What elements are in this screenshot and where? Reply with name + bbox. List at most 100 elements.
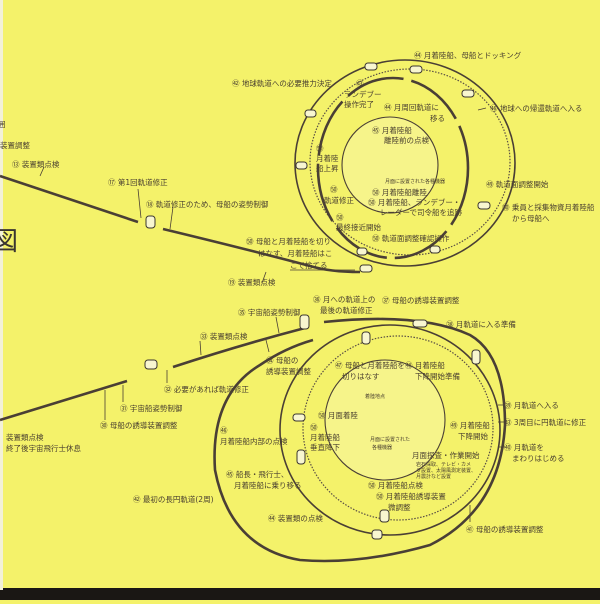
label: ㊴ 月軌道へ入る — [504, 400, 559, 410]
spacecraft-icon — [471, 349, 481, 365]
label: ラ設置、太陽風測定装置、 — [416, 467, 476, 474]
label: 終了後宇宙飛行士休息 — [6, 443, 81, 453]
label: 切りはなす — [342, 372, 380, 381]
label: ㊾ 軌道面調整開始 — [486, 179, 549, 189]
label: はなす、月着陸船はこ — [258, 248, 332, 258]
label: ⑱ 軌道修正のため、母船の姿勢制御 — [146, 199, 269, 209]
dotted-orbit — [302, 335, 494, 521]
outer-orbit — [213, 317, 507, 563]
leader-lines — [39, 107, 487, 284]
label: 装置類点検 — [6, 432, 44, 442]
spacecraft-icon — [292, 413, 306, 422]
label: 誘導装置調整 — [266, 366, 311, 376]
label: ㊿ 乗員と採集物資月着陸船 — [502, 202, 595, 212]
label: ㉜ 必要があれば軌道修正 — [164, 384, 249, 394]
label: ㊷ 地球軌道への必要推力決定 — [232, 78, 332, 88]
label: ㊿ 月面着陸 — [318, 410, 358, 420]
label: ㊼ 母船と月着陸船を — [335, 360, 405, 370]
spacecraft-icon — [361, 331, 371, 345]
label: ㊾ 月着陸船 — [450, 420, 490, 430]
label: 船上昇 — [316, 163, 339, 173]
label: から母船へ — [512, 213, 550, 223]
label: ⑬ 装置類点検 — [12, 159, 60, 169]
label: 月面に設置された — [370, 436, 410, 443]
label: ランデブー — [344, 89, 382, 99]
label: 月面探査・作業開始 — [412, 450, 480, 460]
label: ㉛ 宇宙船姿勢制御 — [120, 403, 183, 413]
label: ㊿ 月着陸船誘導装置 — [376, 491, 446, 501]
label: 月着陸船内部の点検 — [220, 436, 288, 446]
spacecraft-icon — [145, 215, 156, 229]
label: ㊳ 月軌道に入る準備 — [446, 319, 516, 329]
label: ㊻ 地球への帰還軌道へ入る — [490, 103, 582, 113]
label: ㊿ 月着陸船離陸 — [372, 187, 427, 197]
trajectory-segment — [162, 227, 361, 274]
label: 下降開始準備 — [415, 371, 460, 381]
label: ⑲ 装置類点検 — [228, 277, 276, 287]
trajectory-segment — [172, 326, 306, 369]
label: ㊿ 軌道面調整確認操作 — [372, 233, 450, 243]
label: ㊿ 月着陸船点検 — [368, 480, 423, 490]
label: 離陸前の点検 — [384, 135, 429, 145]
label: 月震計など設置 — [416, 473, 451, 480]
spacecraft-icon — [412, 319, 428, 328]
spacecraft-icon — [295, 161, 308, 170]
top-diagram: ㊹ 月着陸船、母船とドッキング ㊷ 地球軌道への必要推力決定 ㊸ ランデブー 操… — [0, 50, 595, 287]
spacecraft-icons — [145, 62, 491, 273]
label: ㉚ 母船の誘導装置調整 — [100, 420, 178, 430]
spacecraft-icon — [371, 529, 383, 540]
label: 月着陸船に乗り移る — [234, 480, 302, 490]
label: ㊸ — [356, 79, 364, 88]
label: ㊲ 母船の誘導装置調整 — [382, 295, 460, 305]
label: 垂直降下 — [310, 442, 340, 452]
spacecraft-icon — [429, 245, 441, 254]
middle-orbit — [316, 76, 470, 260]
label: 操作完了 — [344, 99, 374, 109]
label: ㊱ 月への軌道上の — [313, 294, 375, 304]
bottom-diagram: ㉟ 宇宙船姿勢制御 ㊱ 月への軌道上の 最後の軌道修正 ㊲ 母船の誘導装置調整 … — [0, 294, 587, 563]
label: ㊽ 月着陸船 — [405, 360, 445, 370]
label: 囲 — [0, 120, 6, 129]
label: ㊺ 船長・飛行士、 — [226, 469, 288, 479]
label: ㊹ 月周回軌道に — [384, 102, 439, 112]
label: レーダーで司令船を追跡 — [380, 207, 463, 217]
trajectory-segment — [0, 379, 128, 422]
label: ㉞ 母船の — [266, 355, 298, 365]
spacecraft-icon — [304, 109, 317, 118]
label: ㊿ — [310, 423, 318, 432]
label: 下降開始 — [458, 431, 488, 441]
label: ㊵ 月軌道を — [504, 442, 544, 452]
label: 月着陸船 — [310, 432, 340, 442]
label: 装置調整 — [0, 140, 30, 150]
spacecraft-icons — [144, 314, 481, 540]
outer-orbit — [294, 59, 516, 267]
label: 着陸地点 — [365, 393, 385, 400]
spacecraft-icon — [296, 449, 306, 465]
label: 最終接近開始 — [336, 222, 381, 232]
paper-background — [0, 0, 600, 590]
spacecraft-icon — [144, 359, 158, 370]
spacecraft-icon — [477, 201, 491, 210]
moon — [341, 116, 439, 214]
label: 月面に設置された各種機器 — [385, 178, 445, 185]
title-fragment: 図 — [0, 227, 18, 257]
spacecraft-icon — [409, 65, 423, 74]
spacecraft-icon — [359, 264, 373, 273]
label: ㊺ 月着陸船 — [372, 125, 412, 135]
spacecraft-icon — [356, 247, 368, 256]
label: ㊷ 最初の長円軌道(2周) — [133, 494, 214, 504]
label: まわりはじめる — [512, 454, 565, 463]
label: ㊻ — [220, 426, 228, 435]
moon — [324, 359, 446, 481]
label: ㉟ 宇宙船姿勢制御 — [238, 307, 301, 317]
left-edge — [0, 0, 3, 590]
spacecraft-icon — [364, 62, 378, 71]
label: ㉝ 装置類点検 — [200, 331, 248, 341]
middle-orbit — [279, 324, 501, 536]
bottom-edge — [0, 588, 600, 600]
label: ㊶ 母船の誘導装置調整 — [466, 524, 544, 534]
label: 各種機器 — [372, 444, 392, 451]
spacecraft-icon — [379, 509, 390, 523]
